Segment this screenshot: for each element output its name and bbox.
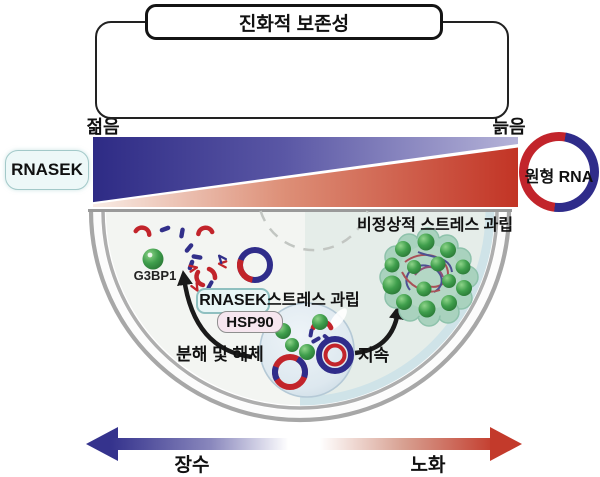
longevity-label: 장수	[174, 455, 210, 476]
disassembly-label: 분해 및 해체	[176, 345, 264, 364]
old-label: 늙음	[492, 117, 526, 137]
conservation-title: 진화적 보존성	[238, 13, 350, 35]
disassembly-arrow	[177, 270, 253, 360]
rnasek-legend-label: RNASEK	[11, 160, 83, 179]
circular-rna-ring-icon	[519, 132, 599, 212]
hsp90-box-label: HSP90	[226, 313, 274, 331]
conservation-title-box: 진화적 보존성	[145, 4, 443, 40]
outcome-axis-shaft	[111, 438, 497, 450]
rna-fragments	[133, 225, 215, 271]
persistence-label: 지속	[358, 346, 390, 365]
rnasek-box-label: RNASEK	[199, 292, 267, 309]
abnormal-granule-label: 비정상적 스트레스 과립	[357, 217, 514, 234]
g3bp1-highlight	[147, 252, 153, 258]
nucleus-dashed-outline	[259, 210, 369, 252]
g3bp1-label: G3BP1	[133, 268, 177, 283]
abnormal-stress-granule	[379, 227, 479, 327]
hsp90-box: HSP90	[217, 311, 283, 333]
rnasek-legend-pill: RNASEK	[5, 150, 89, 190]
persistence-arrow	[354, 304, 405, 356]
young-label: 젊음	[86, 117, 120, 137]
aging-arrowhead-icon	[490, 427, 522, 461]
aging-label: 노화	[410, 455, 446, 476]
rnasek-box: RNASEK	[196, 288, 270, 314]
outcome-axis-arrow	[86, 427, 522, 461]
g3bp1-protein-icon	[142, 248, 164, 270]
stress-granule-label: 스트레스 과립	[267, 292, 360, 309]
circular-rna-label: 원형 RNA	[524, 169, 594, 186]
circrna-ring-icon	[237, 247, 273, 283]
